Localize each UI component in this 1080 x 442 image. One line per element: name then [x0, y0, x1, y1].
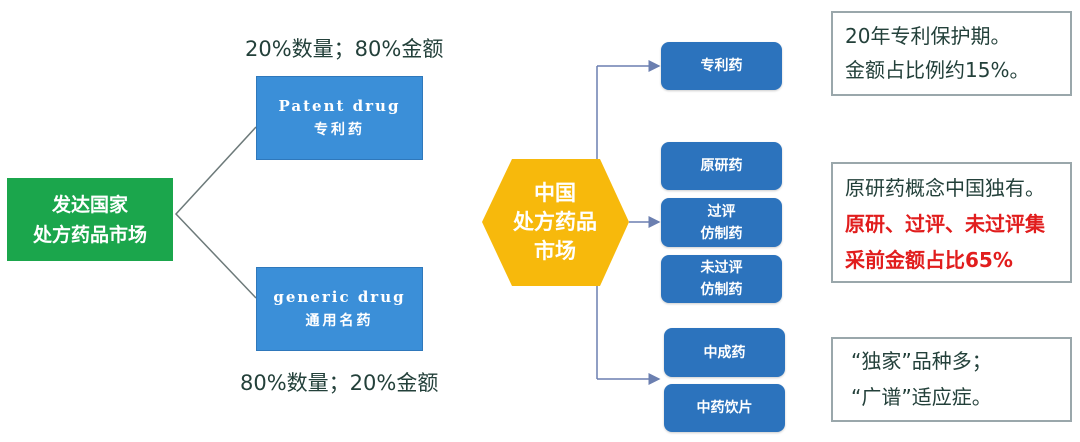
note-line: “独家”品种多；	[851, 349, 992, 373]
generic-drug-box: generic drug 通用名药	[256, 267, 423, 351]
china-market-hub: 中国 处方药品 市场	[490, 172, 620, 272]
note-line: 20年专利保护期。	[845, 24, 1011, 48]
generic-caption: 80%数量；20%金额	[240, 371, 439, 395]
patent-en: Patent drug	[278, 97, 401, 115]
hub-label: 中国	[534, 180, 576, 205]
category-label: 中药饮片	[696, 400, 753, 416]
generic-cn: 通用名药	[305, 313, 374, 329]
note-line: 金额占比例约15%。	[845, 58, 1030, 82]
category-evaluated-generic: 过评仿制药	[661, 198, 782, 247]
category-original: 原研药	[661, 142, 782, 190]
category-label: 未过评	[700, 260, 743, 276]
category-chinese-patent-medicine: 中成药	[664, 328, 785, 377]
note-highlight: 原研、过评、未过评集	[845, 212, 1045, 236]
note-line: “广谱”适应症。	[851, 385, 992, 409]
connector-line	[174, 126, 257, 299]
root-label: 处方药品市场	[32, 223, 147, 246]
generic-en: generic drug	[273, 288, 406, 306]
hub-label: 处方药品	[513, 209, 597, 234]
patent-cn: 专利药	[314, 122, 365, 138]
category-patent: 专利药	[661, 42, 782, 90]
category-label: 专利药	[700, 58, 743, 74]
category-label: 仿制药	[700, 225, 743, 242]
note-highlight: 采前金额占比65%	[845, 248, 1013, 272]
note-generic: 原研药概念中国独有。 原研、过评、未过评集 采前金额占比65%	[831, 162, 1072, 283]
developed-market-box: 发达国家 处方药品市场	[7, 178, 173, 261]
note-tcm: “独家”品种多； “广谱”适应症。	[831, 337, 1072, 422]
patent-caption: 20%数量；80%金额	[245, 37, 444, 61]
category-label: 仿制药	[700, 282, 743, 298]
category-label: 原研药	[700, 158, 743, 174]
patent-drug-box: Patent drug 专利药	[256, 76, 423, 160]
category-label: 过评	[707, 203, 736, 220]
note-patent: 20年专利保护期。 金额占比例约15%。	[831, 11, 1072, 96]
category-unevaluated-generic: 未过评仿制药	[661, 255, 782, 303]
note-line: 原研药概念中国独有。	[845, 176, 1045, 200]
hub-hexagon	[482, 159, 629, 286]
root-label: 发达国家	[51, 193, 128, 216]
hub-label: 市场	[534, 238, 576, 263]
category-herbal-pieces: 中药饮片	[664, 384, 785, 432]
category-label: 中成药	[703, 344, 746, 361]
